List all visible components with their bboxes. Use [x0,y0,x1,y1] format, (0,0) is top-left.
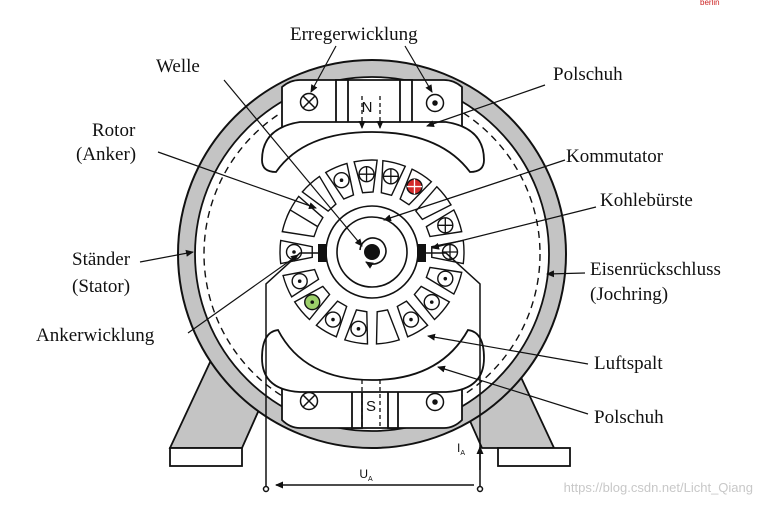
field-coil-cross-top [299,92,319,112]
pole-shoe-top [261,121,485,173]
armature-conductor-dot-icon [304,293,321,311]
label-polschuh-top: Polschuh [553,64,623,85]
label-stator: (Stator) [72,276,130,297]
carbon-brush-right [417,244,426,262]
armature-conductor-cross-icon [406,178,423,195]
right-foot-base [497,447,571,467]
armature-conductor-dot-icon [333,172,350,189]
voltage-label: UA [359,467,373,483]
carbon-brush-left [318,244,327,262]
carbon-brushes [318,244,426,262]
corner-logo: berlin [700,0,720,7]
armature-conductor-dot-icon [423,293,440,311]
armature-conductor-cross-icon [437,217,454,234]
armature-conductor-cross-icon [358,165,375,183]
armature-conductor-dot-icon [402,311,420,328]
pole-shoes [261,121,485,393]
armature-conductor-cross-icon [382,168,400,185]
armature-conductor-dot-icon [350,320,367,338]
armature-slot [375,309,401,345]
south-pole [281,381,463,429]
label-rotor: Rotor [92,120,136,141]
flux-path-dashed [203,85,541,423]
armature-conductor-dot-icon [291,273,308,290]
leader-lines [139,45,597,415]
poles [281,79,463,429]
label-welle: Welle [156,56,200,77]
label-jochring: (Jochring) [590,284,668,305]
south-pole-label: S [366,398,376,415]
label-kommutator: Kommutator [566,146,664,167]
left-foot-base [169,447,243,467]
label-kohlebuerste: Kohlebürste [600,190,693,211]
shaft [359,237,387,269]
rotation-arrow-icon [359,237,387,269]
north-pole-label: N [362,99,373,116]
label-polschuh-bottom: Polschuh [594,407,664,428]
component-labels: Erregerwicklung Welle Polschuh Rotor (An… [36,24,721,428]
pole-shoe-bottom [261,329,485,393]
watermark: https://blog.csdn.net/Licht_Qiang [564,480,753,495]
armature-slots [279,159,465,345]
current-label: IA [457,441,465,457]
field-coil-dot-bottom [425,392,445,412]
armature-conductor-dot-icon [437,270,454,287]
flux-arrows [358,96,384,428]
label-staender: Ständer [72,249,131,270]
label-erregerwicklung: Erregerwicklung [290,24,418,45]
north-pole [281,79,463,129]
armature-slot [281,208,319,238]
field-coil-cross-bottom [299,391,319,411]
armature-conductor-dot-icon [324,311,342,328]
field-winding-symbols [299,92,445,412]
label-luftspalt: Luftspalt [594,353,663,374]
label-anker: (Anker) [76,144,136,165]
label-eisenrueckschluss: Eisenrückschluss [590,259,721,280]
field-coil-dot-top [425,93,445,113]
label-ankerwicklung: Ankerwicklung [36,325,155,346]
armature-circuit [262,252,484,493]
